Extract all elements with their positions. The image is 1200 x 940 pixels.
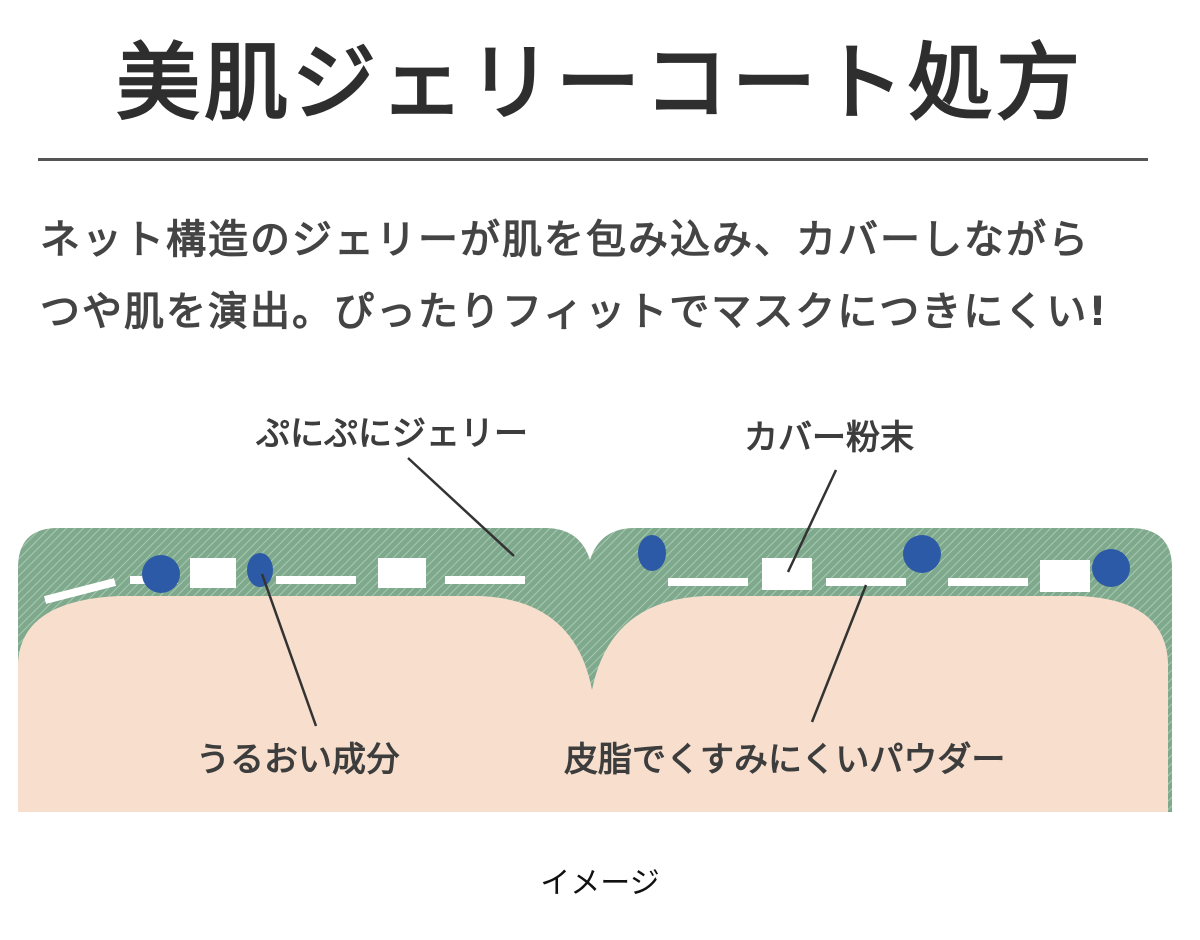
cover-powder-square [190,558,236,588]
powder-flake [445,576,525,584]
powder-sheet [44,578,116,604]
label-cover-powder: カバー粉末 [744,418,914,458]
cover-powder-square [1040,560,1090,592]
powder-flake [668,578,748,586]
leader-line-cover-powder [786,469,838,573]
moisture-dot [638,535,666,571]
moisture-dot [903,535,941,573]
cover-powder-square [762,558,812,590]
powder-flake [276,576,356,584]
moisture-dot [247,553,273,587]
title-divider [38,158,1148,161]
label-sebum-powder: 皮脂でくすみにくいパウダー [564,740,1006,780]
description-line-2: つや肌を演出。ぴったりフィットでマスクにつきにくい! [40,289,1109,335]
moisture-dot [1092,549,1130,587]
leader-line-jelly [407,457,515,557]
powder-flake [826,578,906,586]
label-jelly: ぷにぷにジェリー [256,414,528,454]
description-line-1: ネット構造のジェリーが肌を包み込み、カバーしながら [40,217,1090,263]
powder-flake [948,578,1028,586]
moisture-dot [142,555,180,593]
cover-powder-square [378,558,426,588]
label-moisture: うるおい成分 [196,740,400,780]
skin-layer [18,596,1168,812]
image-caption: イメージ [540,866,660,901]
leader-line-sebum-powder [810,584,868,723]
page-title: 美肌ジェリーコート処方 [115,34,1084,132]
leader-line-moisture [260,573,318,727]
